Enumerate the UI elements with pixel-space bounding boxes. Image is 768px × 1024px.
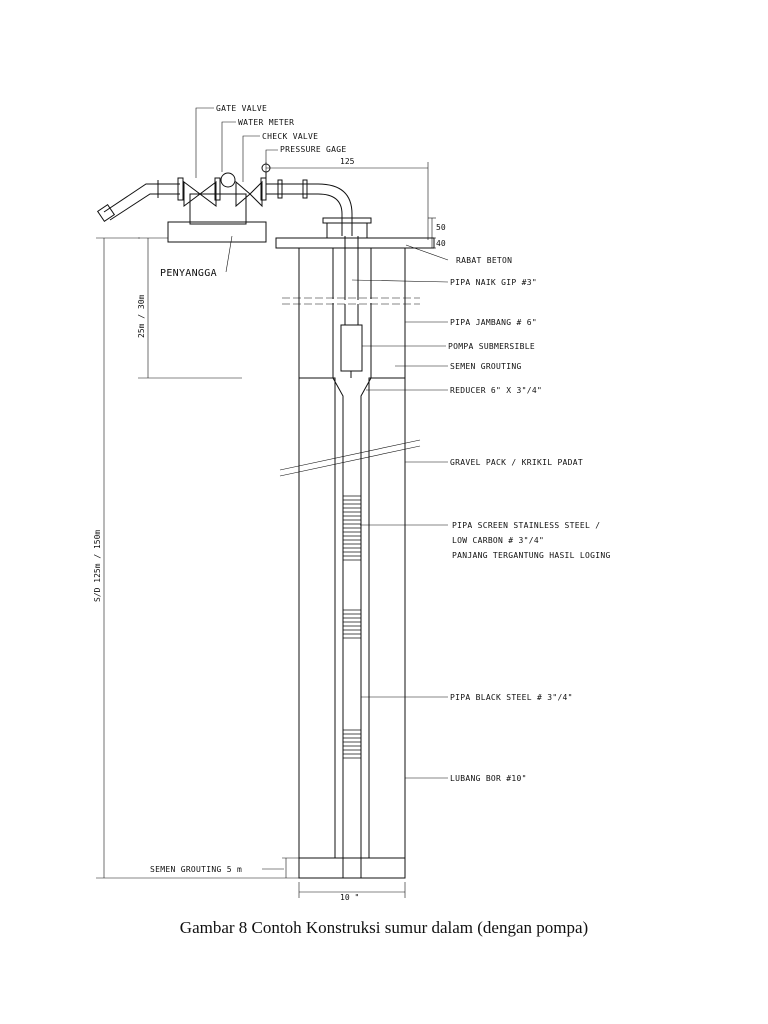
label-rabat-beton: RABAT BETON [456,256,512,265]
water-meter-body [220,172,236,188]
dim-125: 125 [340,157,355,166]
well-cap [322,217,372,224]
label-pipa-naik: PIPA NAIK GIP #3" [450,278,537,287]
dim-40: 40 [436,239,446,248]
screen-pipe-sections [343,495,361,759]
dim-depth-25: 25m / 30m [137,294,146,338]
dimension-lines: 125 50 40 25m / 30m S/D 125m / 150m 10 " [93,157,446,902]
submersible-pump [340,324,363,372]
label-gate-valve: GATE VALVE [216,104,267,113]
label-semen-grouting-5m: SEMEN GROUTING 5 m [150,865,242,874]
gate-valve-body [183,181,201,207]
flange [177,177,184,201]
bottom-grouting [298,857,406,879]
rabat-beton-slab [275,237,435,249]
leader-lines [195,107,449,779]
label-pipa-jambang: PIPA JAMBANG # 6" [450,318,537,327]
label-gravel: GRAVEL PACK / KRIKIL PADAT [450,458,583,467]
label-black-steel: PIPA BLACK STEEL # 3"/4" [450,693,573,702]
label-screen-1: PIPA SCREEN STAINLESS STEEL / [452,521,600,530]
figure-caption: Gambar 8 Contoh Konstruksi sumur dalam (… [179,918,589,937]
label-pressure-gage: PRESSURE GAGE [280,145,347,154]
dim-bore-width: 10 " [340,893,359,902]
label-penyangga: PENYANGGA [160,268,217,279]
label-pompa: POMPA SUBMERSIBLE [448,342,535,351]
support-block [167,193,267,273]
semen-grouting-zone [282,247,420,379]
label-semen-grouting: SEMEN GROUTING [450,362,522,371]
label-screen-3: PANJANG TERGANTUNG HASIL LOGING [452,551,611,560]
outlet-nozzle [96,203,116,223]
label-lubang-bor: LUBANG BOR #10" [450,774,527,783]
label-water-meter: WATER METER [238,118,294,127]
surface-piping [96,163,353,236]
dim-50: 50 [436,223,446,232]
label-screen-2: LOW CARBON # 3"/4" [452,536,544,545]
label-reducer: REDUCER 6" X 3"/4" [450,386,542,395]
dim-depth-total: S/D 125m / 150m [93,530,102,602]
label-check-valve: CHECK VALVE [262,132,318,141]
